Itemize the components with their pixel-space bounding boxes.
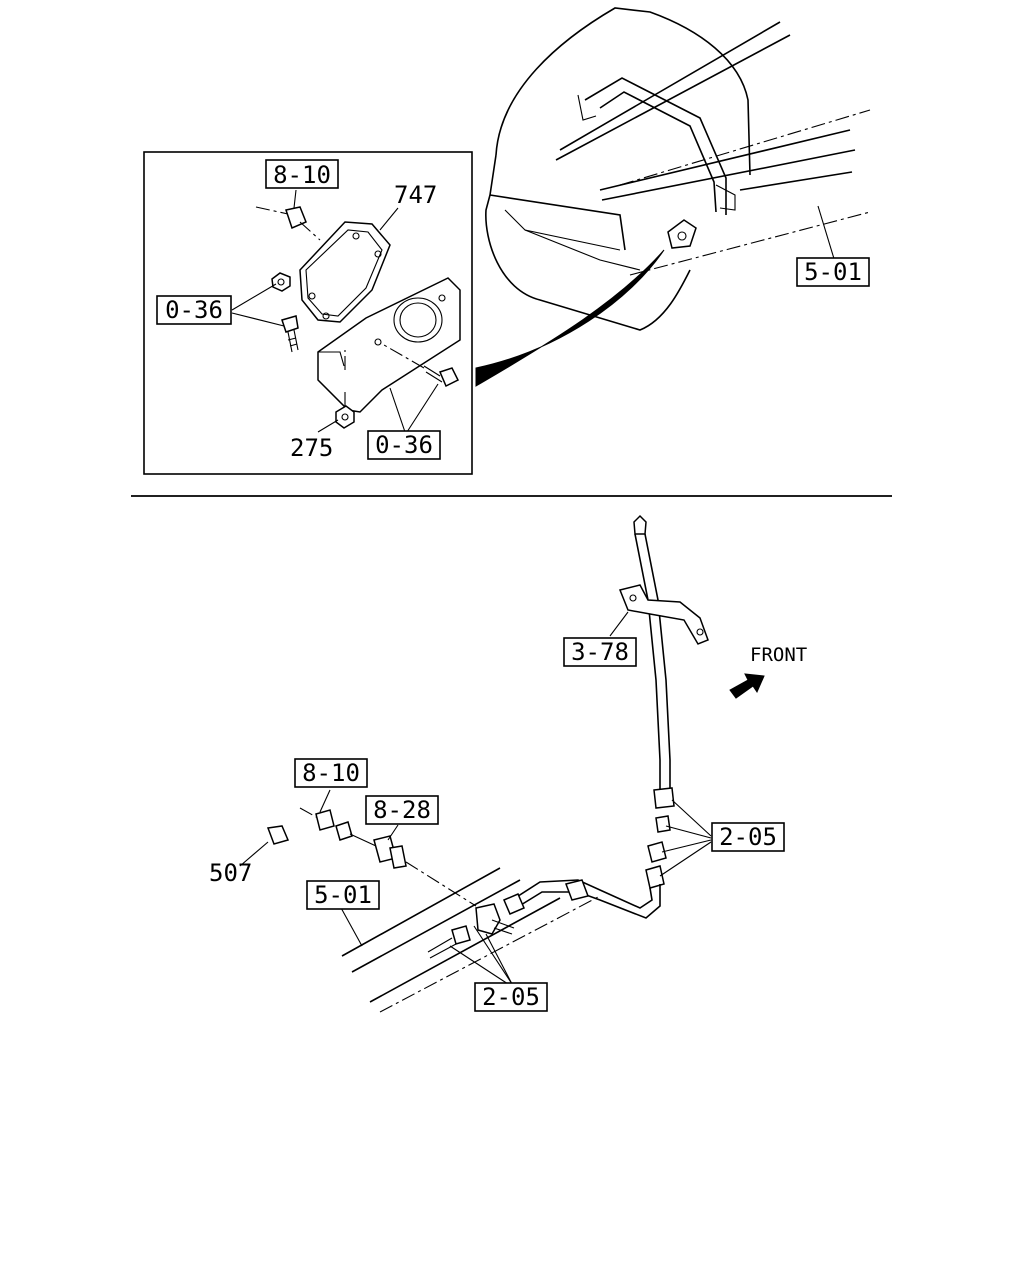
label-wiring: 8-10	[302, 759, 360, 787]
front-arrow-icon	[729, 673, 765, 699]
label-pipe-fittings-right: 2-05	[719, 823, 777, 851]
detail-callout-swoosh	[475, 249, 665, 387]
lower-labels: 3-78 8-10 8-28 507 5-01 2-05 2-05	[209, 637, 785, 1012]
label-wiring-top-box	[265, 159, 339, 189]
label-fastener-bottom: 0-36	[375, 431, 433, 459]
label-fastener-left: 0-36	[165, 296, 223, 324]
front-indicator: FRONT	[729, 644, 807, 699]
label-fastener-left-box	[156, 295, 232, 325]
label-bracket: 3-78	[571, 638, 629, 666]
inset-detail: 8-10 747 0-36 275 0-36	[143, 151, 473, 475]
svg-text:5-01: 5-01	[804, 258, 862, 286]
label-connector: 507	[209, 859, 252, 887]
label-wiring-top: 8-10	[273, 161, 331, 189]
label-fastener-bottom-box	[367, 430, 441, 460]
label-module: 747	[394, 181, 437, 209]
pipe-assembly	[239, 514, 712, 1013]
label-nut: 275	[290, 434, 333, 462]
label-frame-top: 5-01	[796, 257, 870, 287]
label-front: FRONT	[750, 644, 807, 666]
label-pipe-fittings-bottom: 2-05	[482, 983, 540, 1011]
label-sensor: 8-28	[373, 796, 431, 824]
truck-frame-view	[485, 7, 871, 331]
label-frame: 5-01	[314, 881, 372, 909]
